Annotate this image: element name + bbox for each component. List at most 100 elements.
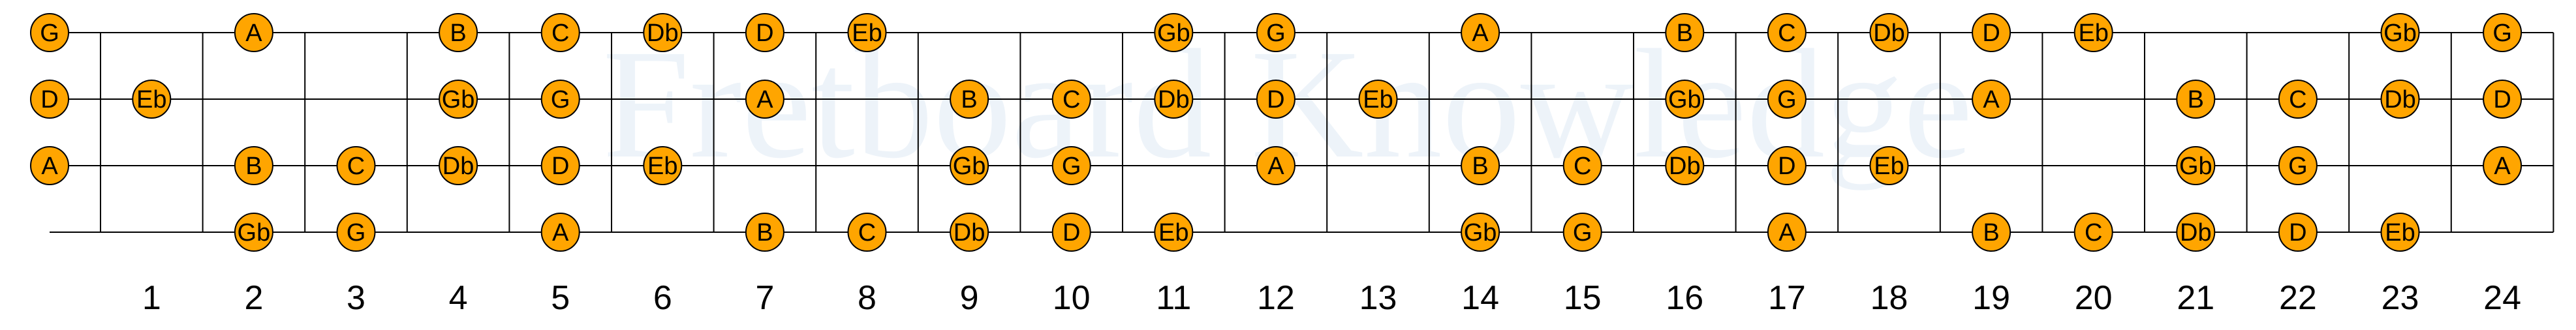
note-circle — [1154, 13, 1194, 52]
note-marker: Eb — [2380, 213, 2420, 252]
note-marker: C — [2278, 80, 2318, 119]
note-circle — [1972, 80, 2011, 119]
note-label: C — [1063, 86, 1080, 113]
note-label: C — [2289, 86, 2306, 113]
note-label: G — [1573, 219, 1592, 247]
note-marker: A — [2483, 146, 2522, 185]
note-circle — [643, 13, 683, 52]
note-label: C — [1574, 153, 1591, 180]
note-marker: D — [745, 13, 784, 52]
note-marker: Db — [1665, 146, 1705, 185]
note-label: Db — [647, 20, 679, 47]
note-circle — [643, 146, 683, 185]
note-label: G — [551, 86, 570, 113]
fret-number: 16 — [1666, 279, 1703, 317]
note-marker: Eb — [2073, 13, 2113, 52]
note-circle — [2380, 213, 2420, 252]
note-circle — [234, 13, 273, 52]
note-circle — [1665, 13, 1705, 52]
note-marker: Eb — [1154, 213, 1194, 252]
note-marker: Db — [643, 13, 683, 52]
note-label: D — [2289, 219, 2306, 247]
note-circle — [30, 146, 69, 185]
note-label: D — [1267, 86, 1284, 113]
note-circle — [1256, 146, 1296, 185]
note-marker: Gb — [2176, 146, 2216, 185]
note-label: Eb — [1363, 86, 1393, 113]
note-marker: C — [1562, 146, 1602, 185]
note-marker: C — [1051, 80, 1091, 119]
note-marker: D — [1256, 80, 1296, 119]
note-circle — [132, 80, 172, 119]
note-marker: D — [2483, 80, 2522, 119]
note-circle — [745, 13, 784, 52]
note-marker: A — [234, 13, 273, 52]
note-marker: Gb — [950, 146, 989, 185]
fret-number: 24 — [2483, 279, 2521, 317]
note-label: Db — [1669, 153, 1701, 180]
note-marker: Eb — [1358, 80, 1398, 119]
note-marker: Gb — [1461, 213, 1500, 252]
note-label: D — [1982, 20, 2000, 47]
note-circle — [1358, 80, 1398, 119]
note-circle — [2380, 80, 2420, 119]
note-marker: Db — [2176, 213, 2216, 252]
note-circle — [1767, 13, 1807, 52]
note-label: Db — [1158, 86, 1190, 113]
note-label: B — [245, 153, 262, 180]
note-marker: B — [1972, 213, 2011, 252]
note-marker: D — [1051, 213, 1091, 252]
note-marker: G — [30, 13, 69, 52]
note-marker: Db — [1154, 80, 1194, 119]
note-label: A — [1267, 153, 1284, 180]
note-circle — [2380, 13, 2420, 52]
note-marker: C — [847, 213, 887, 252]
note-marker: B — [439, 13, 478, 52]
note-label: Db — [954, 219, 985, 247]
note-circle — [234, 213, 273, 252]
note-circle — [847, 213, 887, 252]
note-circle — [2483, 146, 2522, 185]
note-circle — [1869, 13, 1909, 52]
fret-number: 8 — [858, 279, 877, 317]
note-label: Eb — [1874, 153, 1904, 180]
note-circle — [336, 146, 376, 185]
fret-number: 21 — [2177, 279, 2214, 317]
note-circle — [1051, 80, 1091, 119]
note-label: Gb — [2383, 20, 2417, 47]
note-circle — [336, 213, 376, 252]
note-label: A — [1778, 219, 1795, 247]
note-circle — [2073, 13, 2113, 52]
note-circle — [2176, 213, 2216, 252]
note-circle — [30, 80, 69, 119]
note-circle — [1972, 213, 2011, 252]
note-marker: G — [1562, 213, 1602, 252]
note-marker: D — [1972, 13, 2011, 52]
note-marker: D — [30, 80, 69, 119]
note-label: D — [1063, 219, 1080, 247]
note-marker: Db — [950, 213, 989, 252]
note-marker: G — [2278, 146, 2318, 185]
note-circle — [439, 146, 478, 185]
note-marker: B — [234, 146, 273, 185]
note-circle — [1461, 213, 1500, 252]
note-circle — [1461, 146, 1500, 185]
note-label: G — [2492, 20, 2512, 47]
note-marker: D — [2278, 213, 2318, 252]
note-label: C — [858, 219, 876, 247]
fret-number: 14 — [1461, 279, 1499, 317]
note-marker: G — [1767, 80, 1807, 119]
note-circle — [1562, 213, 1602, 252]
note-circle — [2176, 80, 2216, 119]
note-circle — [439, 80, 478, 119]
note-label: D — [551, 153, 569, 180]
note-label: G — [347, 219, 366, 247]
note-circle — [1562, 146, 1602, 185]
fret-number: 2 — [244, 279, 263, 317]
fret-number: 15 — [1564, 279, 1602, 317]
note-label: G — [2288, 153, 2308, 180]
note-marker: B — [1665, 13, 1705, 52]
